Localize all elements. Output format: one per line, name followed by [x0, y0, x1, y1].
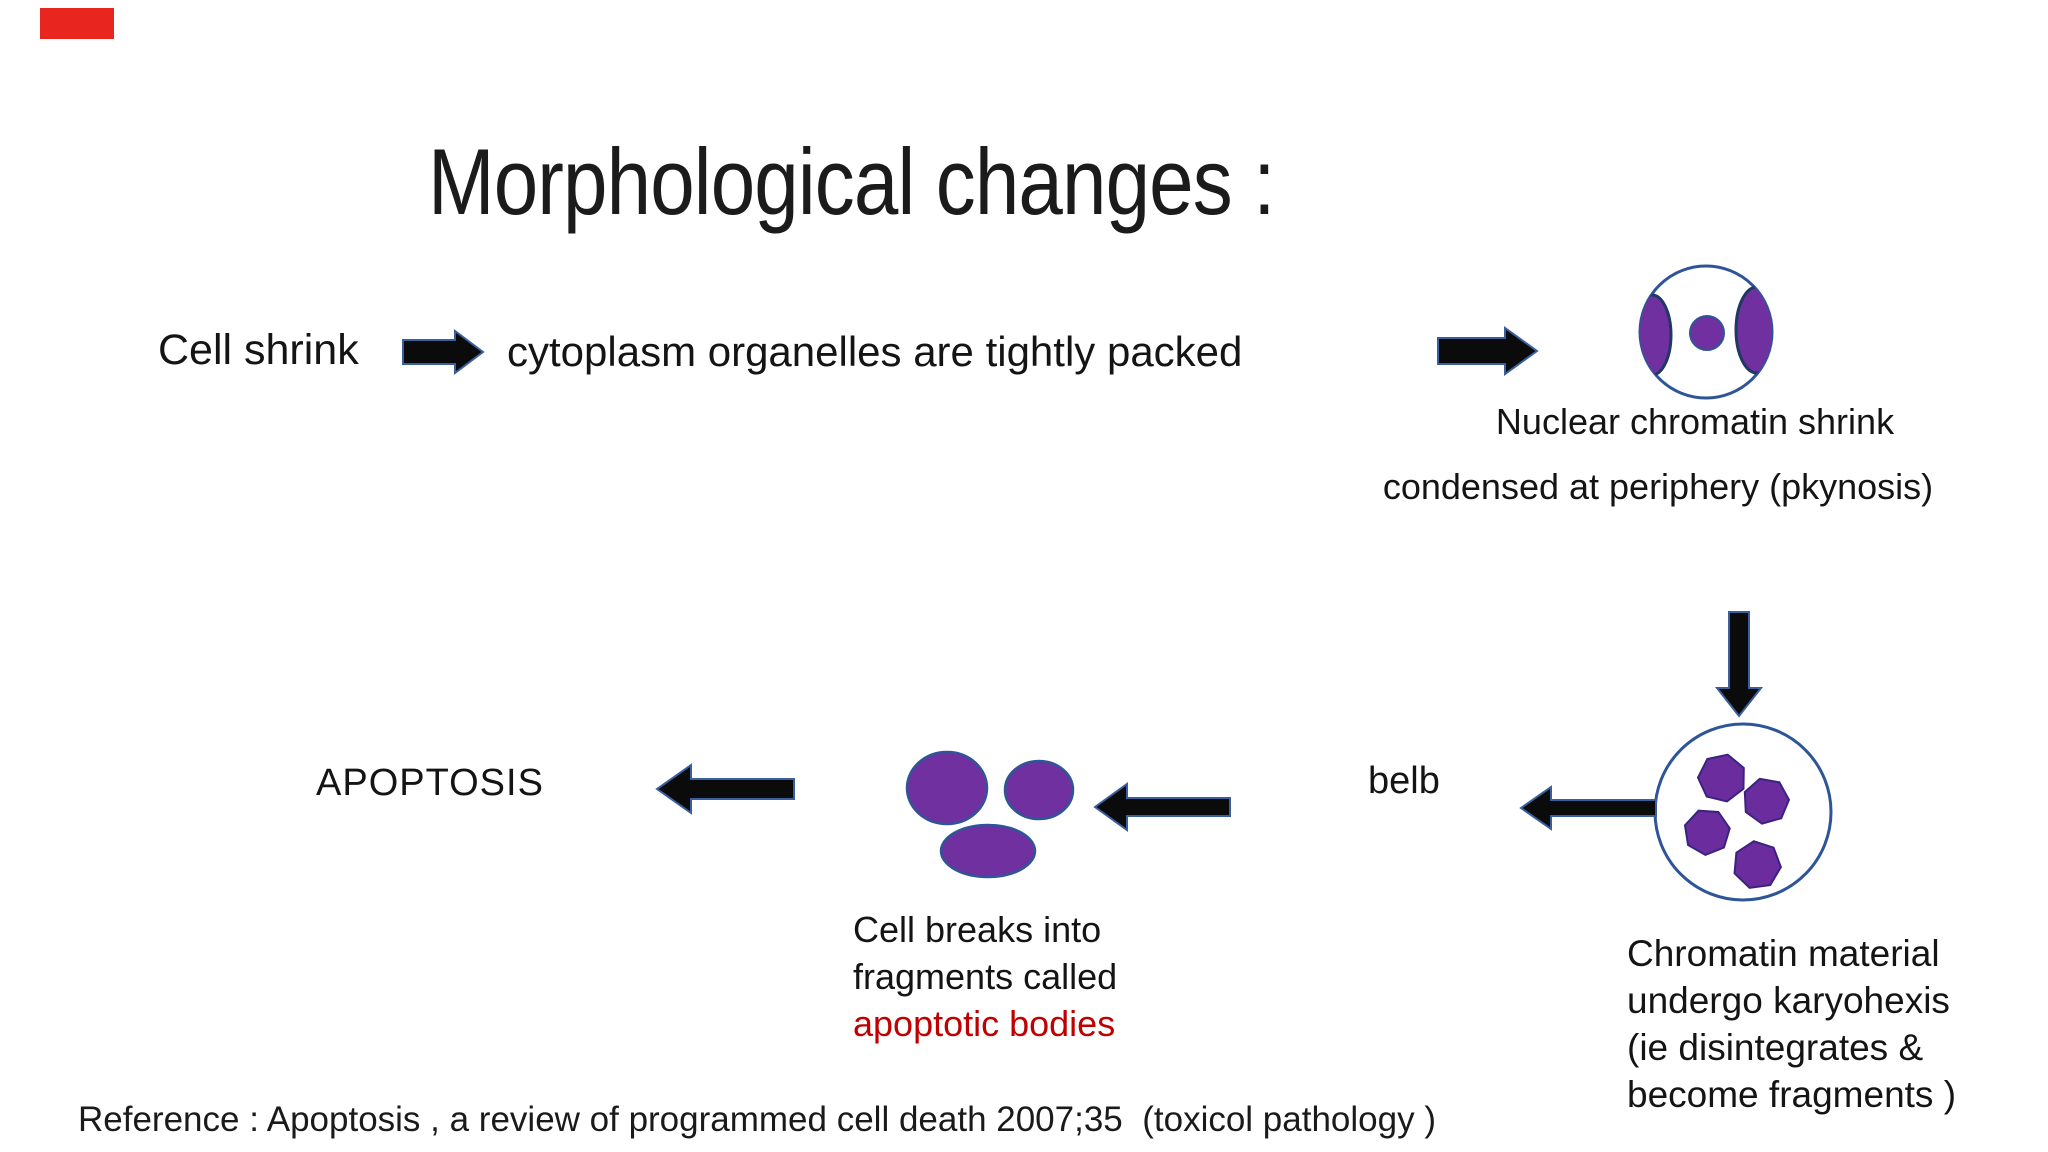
label-cell-shrink: Cell shrink: [158, 326, 359, 374]
arrow-left-icon: [1519, 785, 1657, 831]
caption-chromatin-line1: Chromatin material: [1627, 933, 1940, 974]
pyknosis-cell-diagram: [1638, 264, 1774, 400]
caption-chromatin-line3: (ie disintegrates &: [1627, 1027, 1924, 1068]
label-cytoplasm-organelles: cytoplasm organelles are tightly packed: [507, 328, 1243, 375]
chromatin-fragment-heptagon: [1740, 777, 1792, 828]
arrow-right-icon: [1437, 326, 1539, 376]
caption-cell-breaks: Cell breaks into fragments called apopto…: [853, 906, 1117, 1047]
nucleus-center-circle: [1689, 315, 1725, 351]
caption-chromatin-line4: become fragments ): [1627, 1074, 1957, 1115]
caption-apoptotic-bodies-line3: apoptotic bodies: [853, 1003, 1116, 1044]
chromatin-fragment-heptagon: [1683, 810, 1731, 857]
arrow-left-icon: [655, 763, 795, 815]
caption-cell-breaks-line2: fragments called: [853, 956, 1118, 997]
apoptotic-bodies-diagram: [905, 750, 1075, 879]
chromatin-fragment-heptagon: [1695, 752, 1750, 806]
caption-nuclear-chromatin-line1: Nuclear chromatin shrink: [1495, 401, 1895, 442]
caption-cell-breaks-line1: Cell breaks into: [853, 909, 1102, 950]
arrow-right-icon: [402, 329, 485, 375]
caption-chromatin-line2: undergo karyohexis: [1627, 980, 1950, 1021]
label-apoptosis: APOPTOSIS: [316, 762, 544, 804]
karyohexis-cell-diagram: [1653, 722, 1833, 900]
apoptotic-body-ellipse: [905, 750, 989, 826]
arrow-down-icon: [1714, 611, 1764, 718]
reference-text: Reference : Apoptosis , a review of prog…: [78, 1100, 1436, 1139]
chromatin-fragment-heptagon: [1727, 837, 1786, 895]
caption-nuclear-chromatin-line2: condensed at periphery (pkynosis): [1382, 466, 1934, 507]
chromatin-right-ellipse: [1734, 285, 1772, 375]
red-marker: [40, 8, 114, 39]
label-bleb: belb: [1368, 760, 1440, 802]
apoptotic-body-ellipse: [1003, 759, 1075, 821]
apoptotic-body-ellipse: [939, 823, 1037, 879]
caption-chromatin-material: Chromatin material undergo karyohexis (i…: [1627, 930, 1956, 1118]
arrow-left-icon: [1093, 782, 1231, 832]
slide-title: Morphological changes :: [428, 129, 1275, 234]
